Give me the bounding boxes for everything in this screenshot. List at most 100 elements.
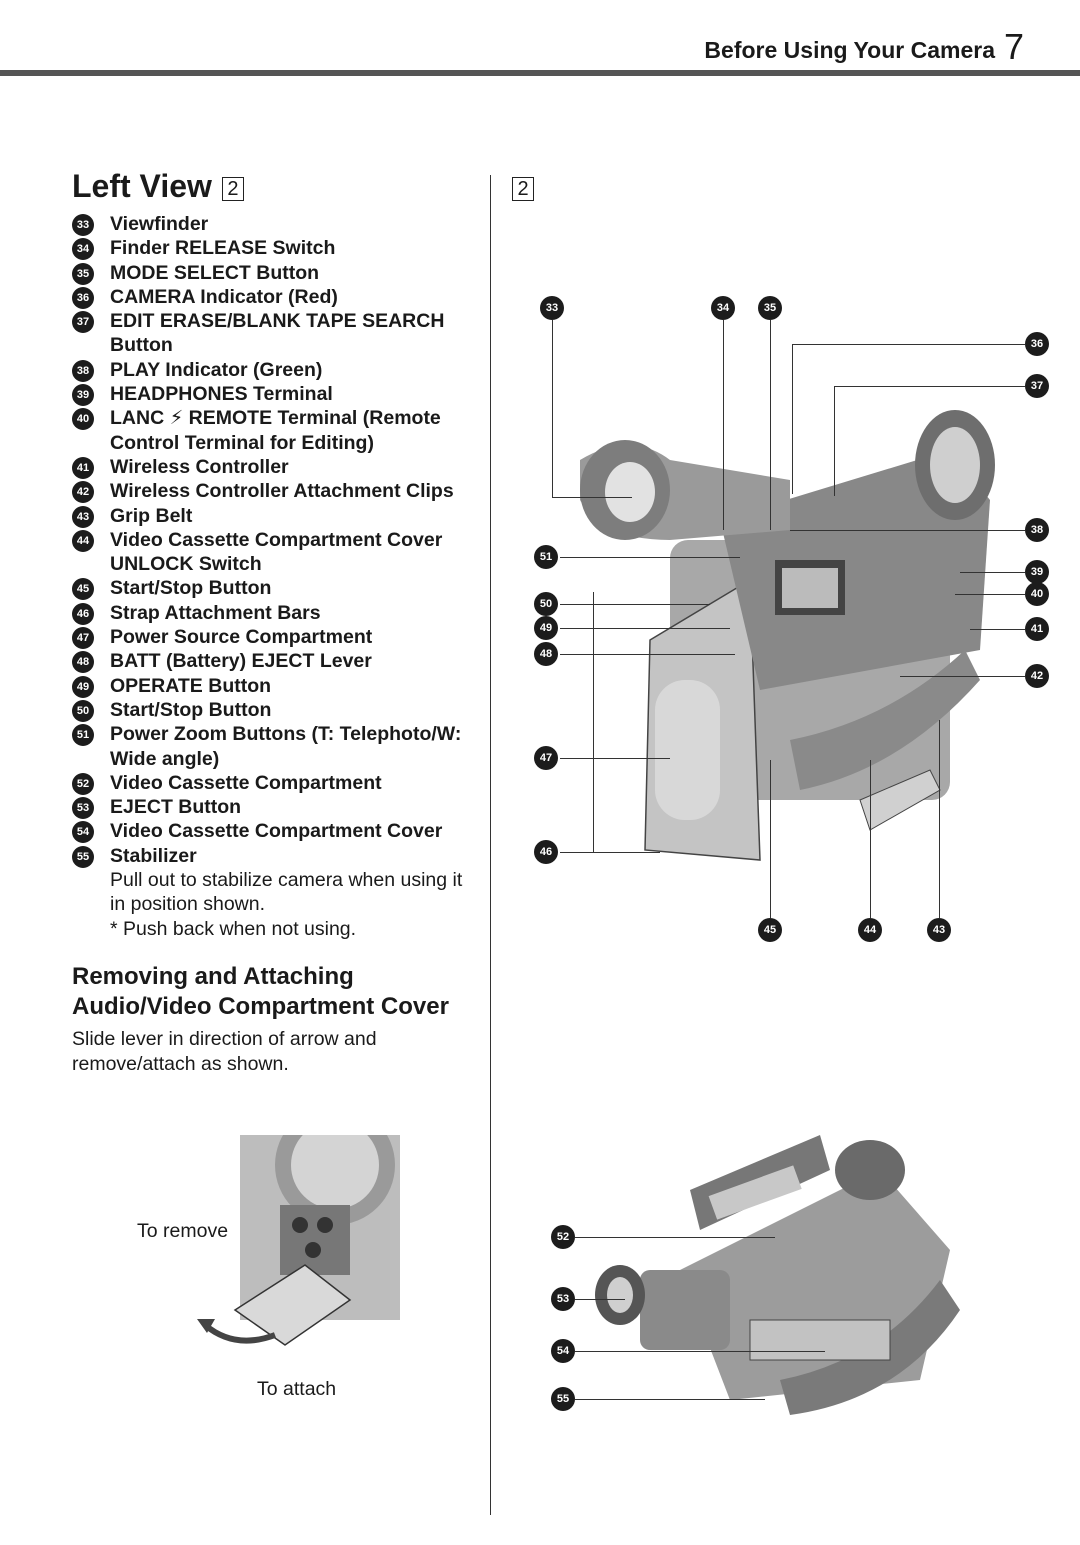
list-item: 54 Video Cassette Compartment Cover xyxy=(72,819,482,844)
figure-ref-box: 2 xyxy=(512,177,534,201)
callout-43: 43 xyxy=(927,918,951,942)
item-label: Video Cassette Compartment Cover xyxy=(110,820,443,843)
subsection-body: Slide lever in direction of arrow and re… xyxy=(72,1028,377,1075)
leader-line xyxy=(575,1299,625,1300)
item-number: 52 xyxy=(72,772,94,795)
item-label: HEADPHONES Terminal xyxy=(110,383,333,406)
leader-line xyxy=(552,320,553,497)
item-number: 55 xyxy=(72,845,94,868)
item-number: 40 xyxy=(72,408,94,431)
item-number: 36 xyxy=(72,286,94,309)
item-number: 39 xyxy=(72,384,94,407)
to-attach-label: To attach xyxy=(257,1378,337,1400)
camera-open-cassette-illustration xyxy=(595,1135,960,1415)
callout-52: 52 xyxy=(551,1225,575,1249)
callout-45: 45 xyxy=(758,918,782,942)
list-item: 36 CAMERA Indicator (Red) xyxy=(72,285,482,309)
item-label: Grip Belt xyxy=(110,504,193,527)
callout-39: 39 xyxy=(1025,560,1049,584)
section-title-text: Left View xyxy=(72,168,212,204)
list-item: 38 PLAY Indicator (Green) xyxy=(72,358,482,382)
item-label: Wireless Controller Attachment Clips xyxy=(110,480,454,503)
item-label: Finder RELEASE Switch xyxy=(110,237,336,260)
callout-49: 49 xyxy=(534,616,558,640)
leader-line xyxy=(770,760,771,918)
item-label: Video Cassette Compartment xyxy=(110,771,382,794)
callout-46: 46 xyxy=(534,840,558,864)
item-label: Viewfinder xyxy=(110,213,209,235)
item-number: 37 xyxy=(72,311,94,334)
callout-47: 47 xyxy=(534,746,558,770)
item-label: EJECT Button xyxy=(110,796,242,819)
item-number: 34 xyxy=(72,238,94,261)
item-number: 51 xyxy=(72,724,94,747)
callout-35: 35 xyxy=(758,296,782,320)
leader-line xyxy=(575,1237,775,1238)
list-item: 53 EJECT Button xyxy=(72,795,482,820)
item-label: CAMERA Indicator (Red) xyxy=(110,285,338,308)
list-item: 48 BATT (Battery) EJECT Lever xyxy=(72,649,482,674)
callout-36: 36 xyxy=(1025,332,1049,356)
list-item: 44 Video Cassette Compartment Cover UNLOC… xyxy=(72,528,482,577)
list-item: 43 Grip Belt xyxy=(72,504,482,528)
item-number: 38 xyxy=(72,359,94,382)
leader-line xyxy=(560,758,670,759)
item-label: Power Source Compartment xyxy=(110,626,373,649)
header-rule xyxy=(0,70,1080,76)
item-number: 54 xyxy=(72,821,94,844)
item-note-line: * Push back when not using. xyxy=(110,917,357,940)
item-number: 53 xyxy=(72,797,94,820)
item-label: Power Zoom Buttons (T: Telephoto/W: Wide… xyxy=(110,723,462,770)
leader-line xyxy=(939,720,940,918)
leader-line xyxy=(723,320,724,530)
to-remove-label: To remove xyxy=(137,1220,229,1242)
item-note: Pull out to stabilize camera when using … xyxy=(110,868,482,941)
page-number: 7 xyxy=(1004,26,1025,67)
list-item: 34 Finder RELEASE Switch xyxy=(72,236,482,261)
list-item: 52 Video Cassette Compartment xyxy=(72,771,482,795)
leader-line xyxy=(834,386,1025,387)
callout-40: 40 xyxy=(1025,582,1049,606)
item-label: Video Cassette Compartment Cover UNLOCK … xyxy=(110,528,443,576)
item-label: PLAY Indicator (Green) xyxy=(110,358,323,381)
item-note-line: Pull out to stabilize camera when using … xyxy=(110,869,463,916)
item-number: 48 xyxy=(72,651,94,674)
item-number: 45 xyxy=(72,578,94,601)
item-number: 43 xyxy=(72,505,94,528)
list-item: 39 HEADPHONES Terminal xyxy=(72,382,482,407)
callout-41: 41 xyxy=(1025,617,1049,641)
callout-53: 53 xyxy=(551,1287,575,1311)
subsection-title-line: Audio/Video Compartment Cover xyxy=(72,993,449,1020)
item-number: 44 xyxy=(72,529,94,552)
item-label: EDIT ERASE/BLANK TAPE SEARCH Button xyxy=(110,310,445,357)
column-divider xyxy=(490,175,491,1515)
callout-44: 44 xyxy=(858,918,882,942)
leader-line xyxy=(575,1399,765,1400)
leader-line xyxy=(560,628,730,629)
item-label: Wireless Controller xyxy=(110,455,289,478)
cover-removal-illustration xyxy=(197,1135,400,1346)
leader-line xyxy=(834,386,835,496)
item-label: BATT (Battery) EJECT Lever xyxy=(110,650,372,673)
figure-ref: 2 xyxy=(512,177,534,201)
leader-line xyxy=(770,320,771,530)
leader-line xyxy=(560,604,710,605)
item-label: OPERATE Button xyxy=(110,674,272,697)
list-item: 40 LANC ⚡ REMOTE Terminal (Remote Control… xyxy=(72,406,482,455)
leader-line xyxy=(790,530,1025,531)
item-label: LANC ⚡ REMOTE Terminal (Remote Control T… xyxy=(110,407,441,454)
callout-33: 33 xyxy=(540,296,564,320)
list-item: 49 OPERATE Button xyxy=(72,674,482,698)
item-number: 49 xyxy=(72,675,94,698)
leader-line xyxy=(955,594,1025,595)
item-label: Stabilizer xyxy=(110,844,197,867)
leader-line xyxy=(960,572,1025,573)
item-number: 50 xyxy=(72,699,94,722)
list-item: 51 Power Zoom Buttons (T: Telephoto/W: Wi… xyxy=(72,722,482,771)
